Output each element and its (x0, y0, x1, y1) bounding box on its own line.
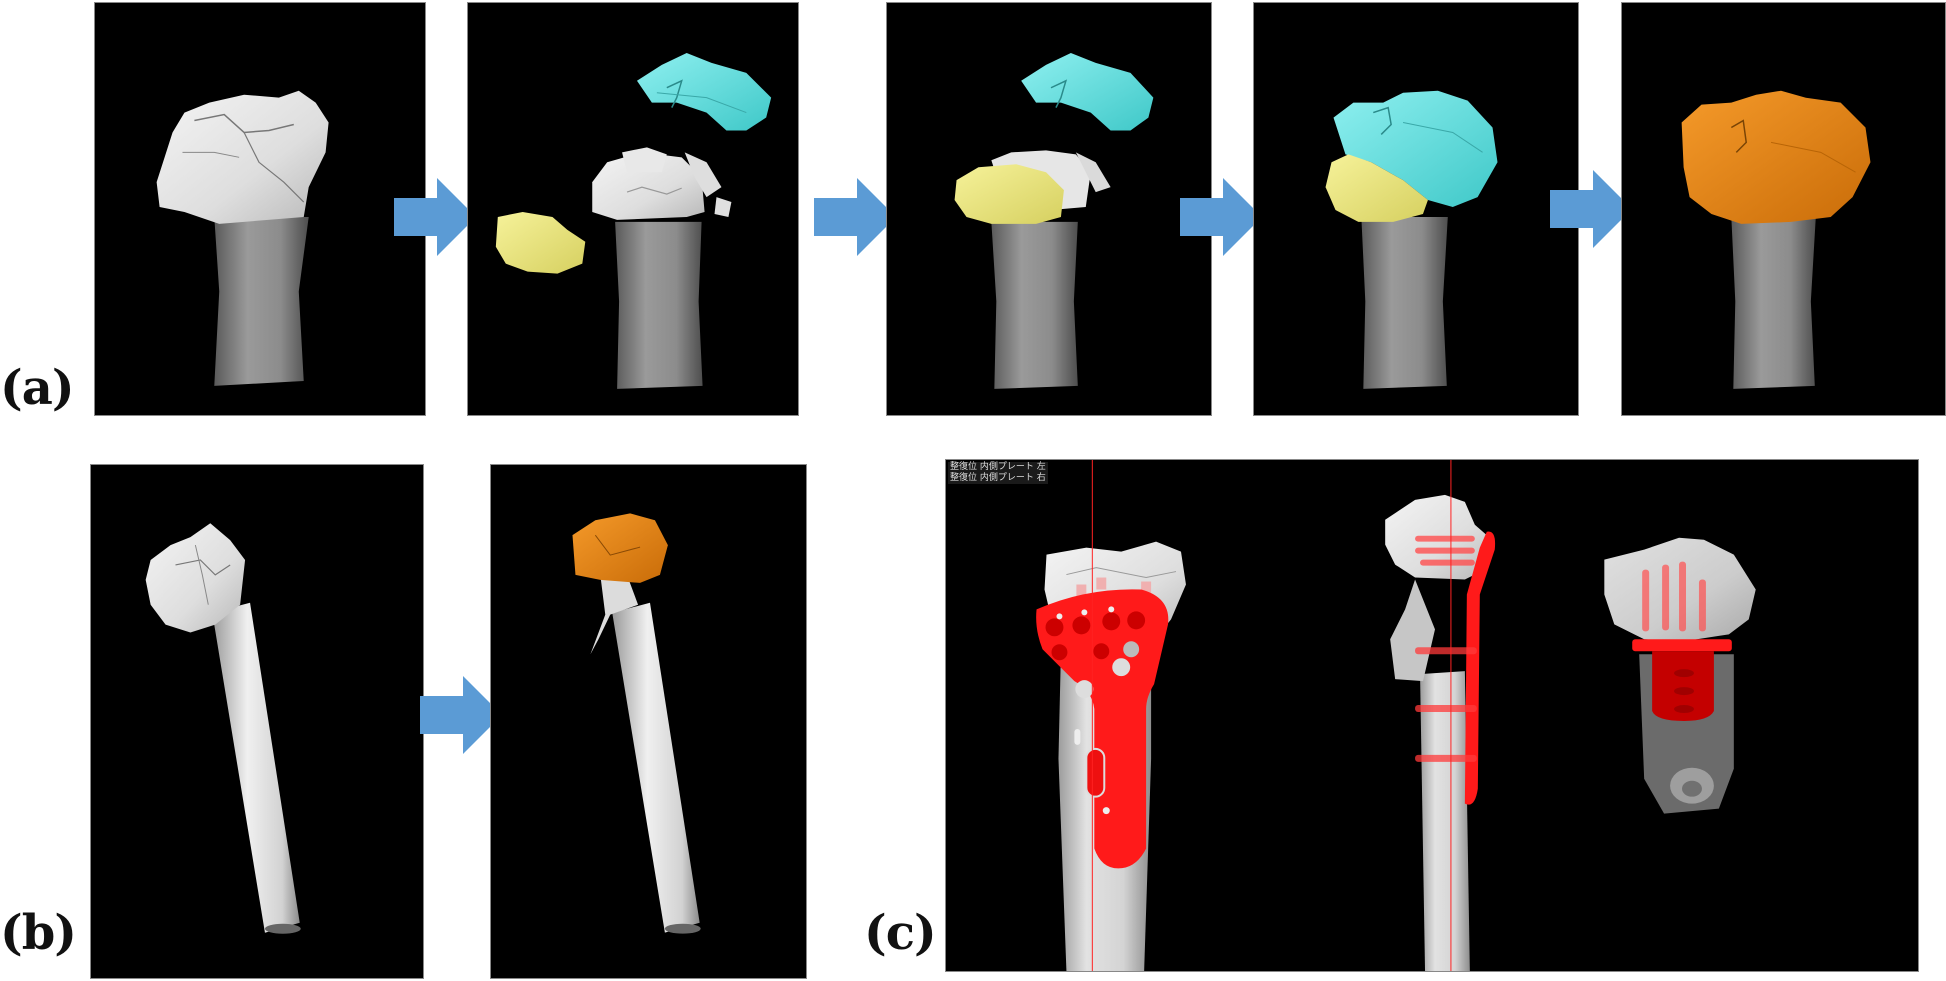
lateral-view (1385, 460, 1496, 971)
row-label-a: (a) (0, 360, 75, 416)
bone-model-merged-fragment (1681, 90, 1871, 389)
panel-a2-fragments-separated (467, 2, 799, 416)
arrow-right-icon (1180, 178, 1262, 256)
row-label-c: (c) (864, 905, 937, 961)
arrow-right-icon (394, 178, 476, 256)
bone-model-fractured (156, 90, 329, 386)
plate-three-views (1036, 460, 1756, 971)
panel-c-plate-placement: 整復位 内側プレート 左 整復位 内側プレート 右 (945, 459, 1919, 972)
axial-view (1604, 537, 1756, 814)
panel-a3-yellow-fragment-reduced (886, 2, 1212, 416)
bone-model-long-reduced (572, 513, 701, 934)
arrow-right-icon (420, 676, 502, 754)
software-overlay-text: 整復位 内側プレート 左 整復位 内側プレート 右 (948, 462, 1048, 484)
panel-b1-fracture-oblique (90, 464, 424, 979)
bone-model-exploded-fragments (495, 52, 772, 389)
arrow-right-icon (1550, 170, 1632, 248)
panel-a1-original-fracture (94, 2, 426, 416)
row-label-b: (b) (0, 905, 77, 961)
frontal-view (1036, 460, 1186, 971)
panel-b2-reduced-oblique-orange (490, 464, 807, 979)
bone-model-long-fractured (145, 523, 301, 934)
bone-model-partial-reduction (954, 52, 1154, 389)
panel-a4-cyan-fragment-reduced (1253, 2, 1579, 416)
panel-a5-fragments-merged-orange (1621, 2, 1946, 416)
arrow-right-icon (814, 178, 896, 256)
bone-model-full-reduction (1325, 90, 1498, 389)
